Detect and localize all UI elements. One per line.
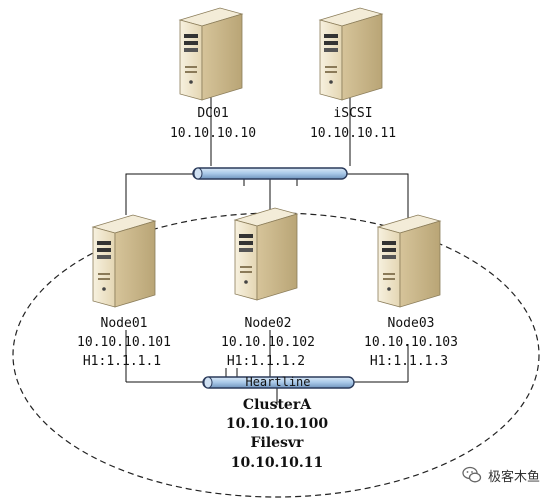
dc01-name: DC01 (197, 106, 229, 121)
iscsi-ip: 10.10.10.11 (309, 126, 397, 141)
cluster-ip: 10.10.10.100 (225, 416, 329, 432)
node03-server-icon (377, 214, 441, 308)
role-ip: 10.10.10.11 (230, 455, 324, 471)
node02-name: Node02 (244, 316, 292, 331)
iscsi-name: iSCSI (333, 106, 373, 121)
node02-heartbeat-ip: H1:1.1.1.2 (226, 354, 306, 369)
node03-name: Node03 (387, 316, 435, 331)
node01-ip: 10.10.10.101 (77, 335, 171, 350)
node01-server-icon (92, 214, 156, 308)
node03-ip: 10.10.10.103 (364, 335, 458, 350)
role-name: Filesvr (250, 435, 304, 451)
node01-name: Node01 (100, 316, 148, 331)
network-links (125, 96, 409, 405)
watermark: 极客木鱼 (462, 465, 540, 485)
iscsi-server-icon (319, 7, 383, 101)
node02-server-icon (234, 207, 298, 301)
node03-heartbeat-ip: H1:1.1.1.3 (369, 354, 449, 369)
wechat-icon (462, 466, 482, 483)
dc01-server-icon (179, 7, 243, 101)
cluster-name: ClusterA (242, 397, 312, 413)
node01-heartbeat-ip: H1:1.1.1.1 (82, 354, 162, 369)
dc01-ip: 10.10.10.10 (169, 126, 257, 141)
lan-bus (192, 167, 348, 180)
heartbeat-bus (202, 376, 355, 389)
node02-ip: 10.10.10.102 (221, 335, 315, 350)
heartbeat-label: Heartline (245, 375, 311, 389)
watermark-text: 极客木鱼 (488, 469, 541, 485)
